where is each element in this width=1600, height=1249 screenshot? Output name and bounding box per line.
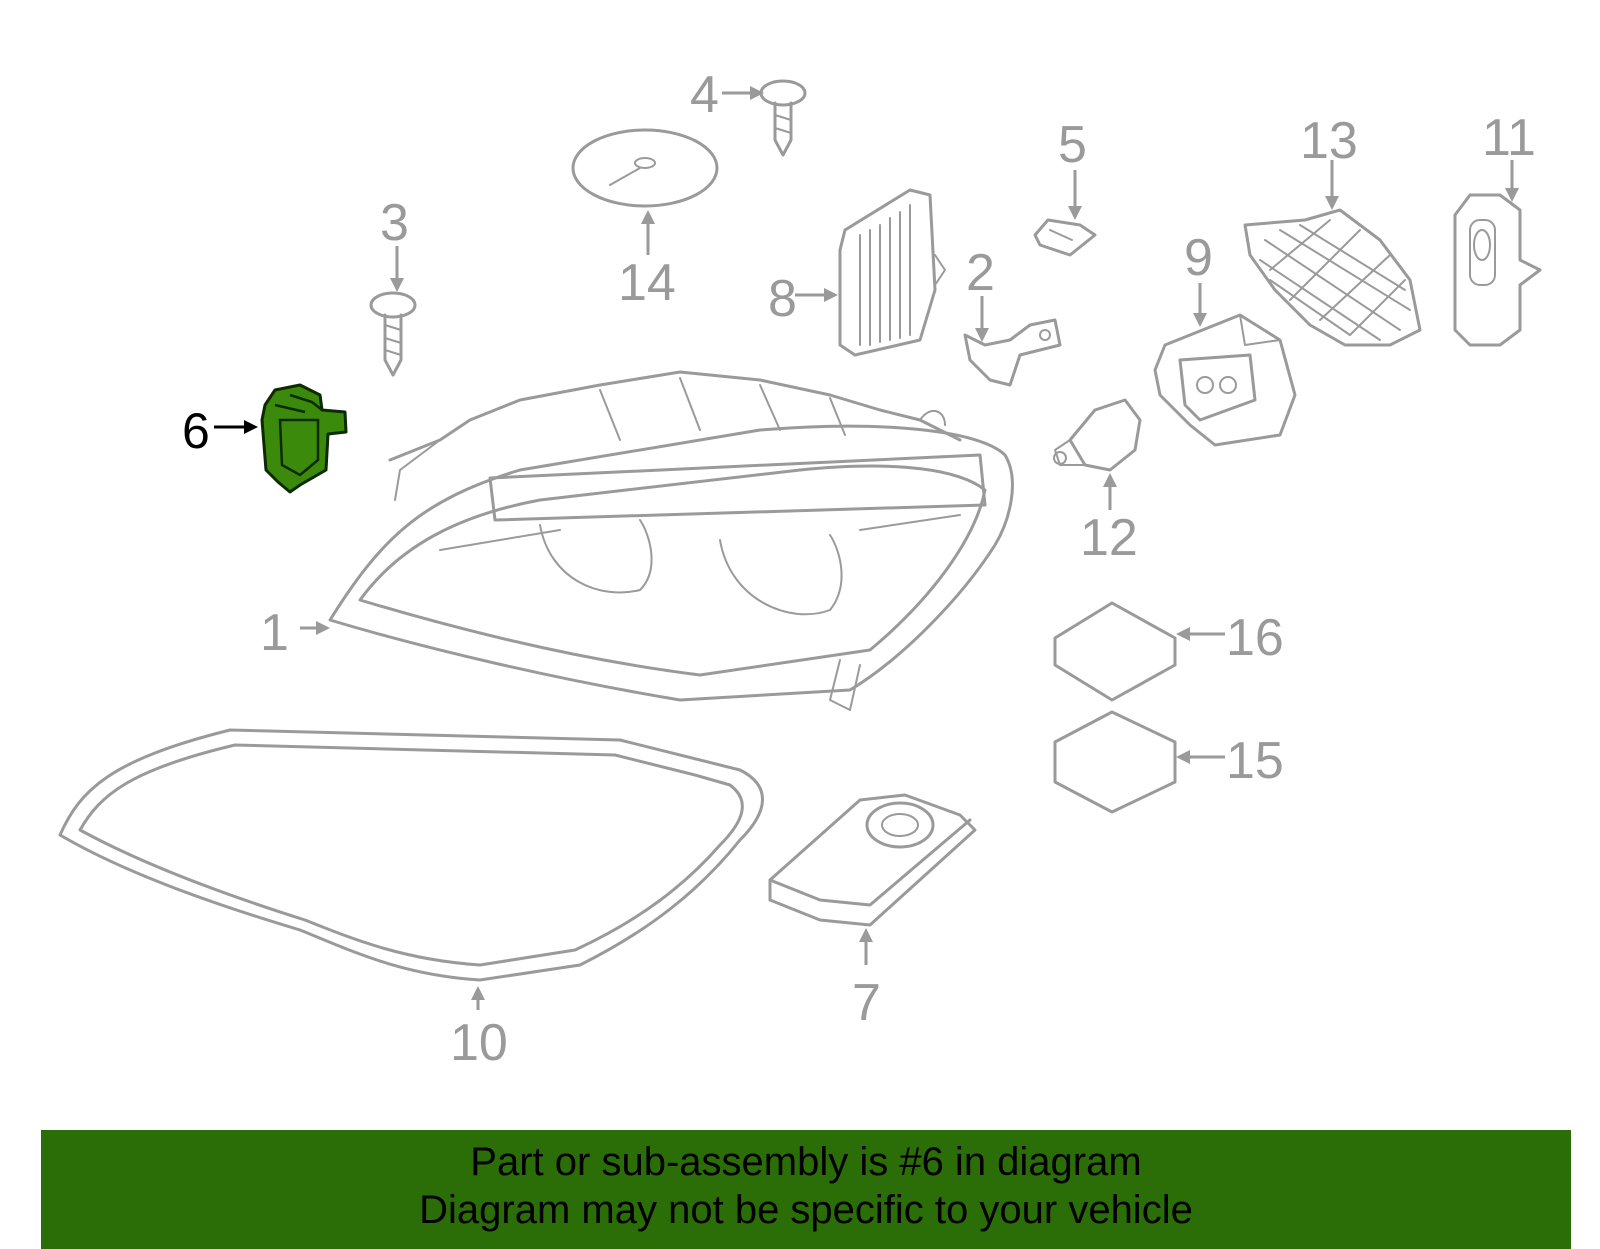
callout-arrows [214, 86, 1519, 1010]
callout-numbers: 1 2 3 4 5 6 7 8 9 10 11 12 13 14 15 16 [182, 66, 1536, 1072]
callout-1: 1 [260, 604, 289, 662]
part-8-led-module[interactable] [838, 188, 946, 357]
part-9-bulb-housing[interactable] [1153, 313, 1297, 447]
parts-diagram: 1 2 3 4 5 6 7 8 9 10 11 12 13 14 15 16 [58, 66, 1542, 1072]
banner-line-part-info: Part or sub-assembly is #6 in diagram [470, 1140, 1142, 1184]
part-7-control-unit[interactable] [768, 793, 977, 927]
callout-13: 13 [1300, 112, 1358, 170]
banner-line-disclaimer: Diagram may not be specific to your vehi… [419, 1188, 1193, 1232]
callout-5: 5 [1058, 116, 1087, 174]
callout-9: 9 [1184, 229, 1213, 287]
callout-10: 10 [450, 1014, 508, 1072]
part-5-clip[interactable] [1033, 218, 1097, 257]
callout-11: 11 [1482, 109, 1536, 167]
part-6-highlighted-module[interactable] [260, 383, 348, 494]
part-11-holder[interactable] [1453, 193, 1542, 347]
callout-7: 7 [852, 974, 881, 1032]
part-1-headlight-housing[interactable] [328, 370, 1014, 711]
callout-14: 14 [618, 254, 676, 312]
part-10-lens-cover[interactable] [58, 728, 764, 982]
callout-4: 4 [690, 66, 719, 124]
callout-15: 15 [1226, 732, 1284, 790]
part-2-bracket[interactable] [963, 318, 1062, 387]
part-12-bulb[interactable] [1053, 398, 1142, 472]
callout-2: 2 [966, 244, 995, 302]
info-banner: Part or sub-assembly is #6 in diagram Di… [41, 1130, 1571, 1249]
callout-6-selected: 6 [182, 403, 210, 459]
callout-8: 8 [768, 270, 797, 328]
part-15-hexagon[interactable] [1053, 710, 1177, 814]
callout-12: 12 [1080, 509, 1138, 567]
callout-3: 3 [380, 194, 409, 252]
part-16-hexagon[interactable] [1053, 601, 1177, 702]
part-4-screw[interactable] [759, 79, 807, 157]
part-13-mesh-cover[interactable] [1243, 208, 1422, 347]
part-14-cap[interactable] [571, 128, 719, 208]
part-3-screw[interactable] [369, 291, 417, 377]
callout-16: 16 [1226, 609, 1284, 667]
